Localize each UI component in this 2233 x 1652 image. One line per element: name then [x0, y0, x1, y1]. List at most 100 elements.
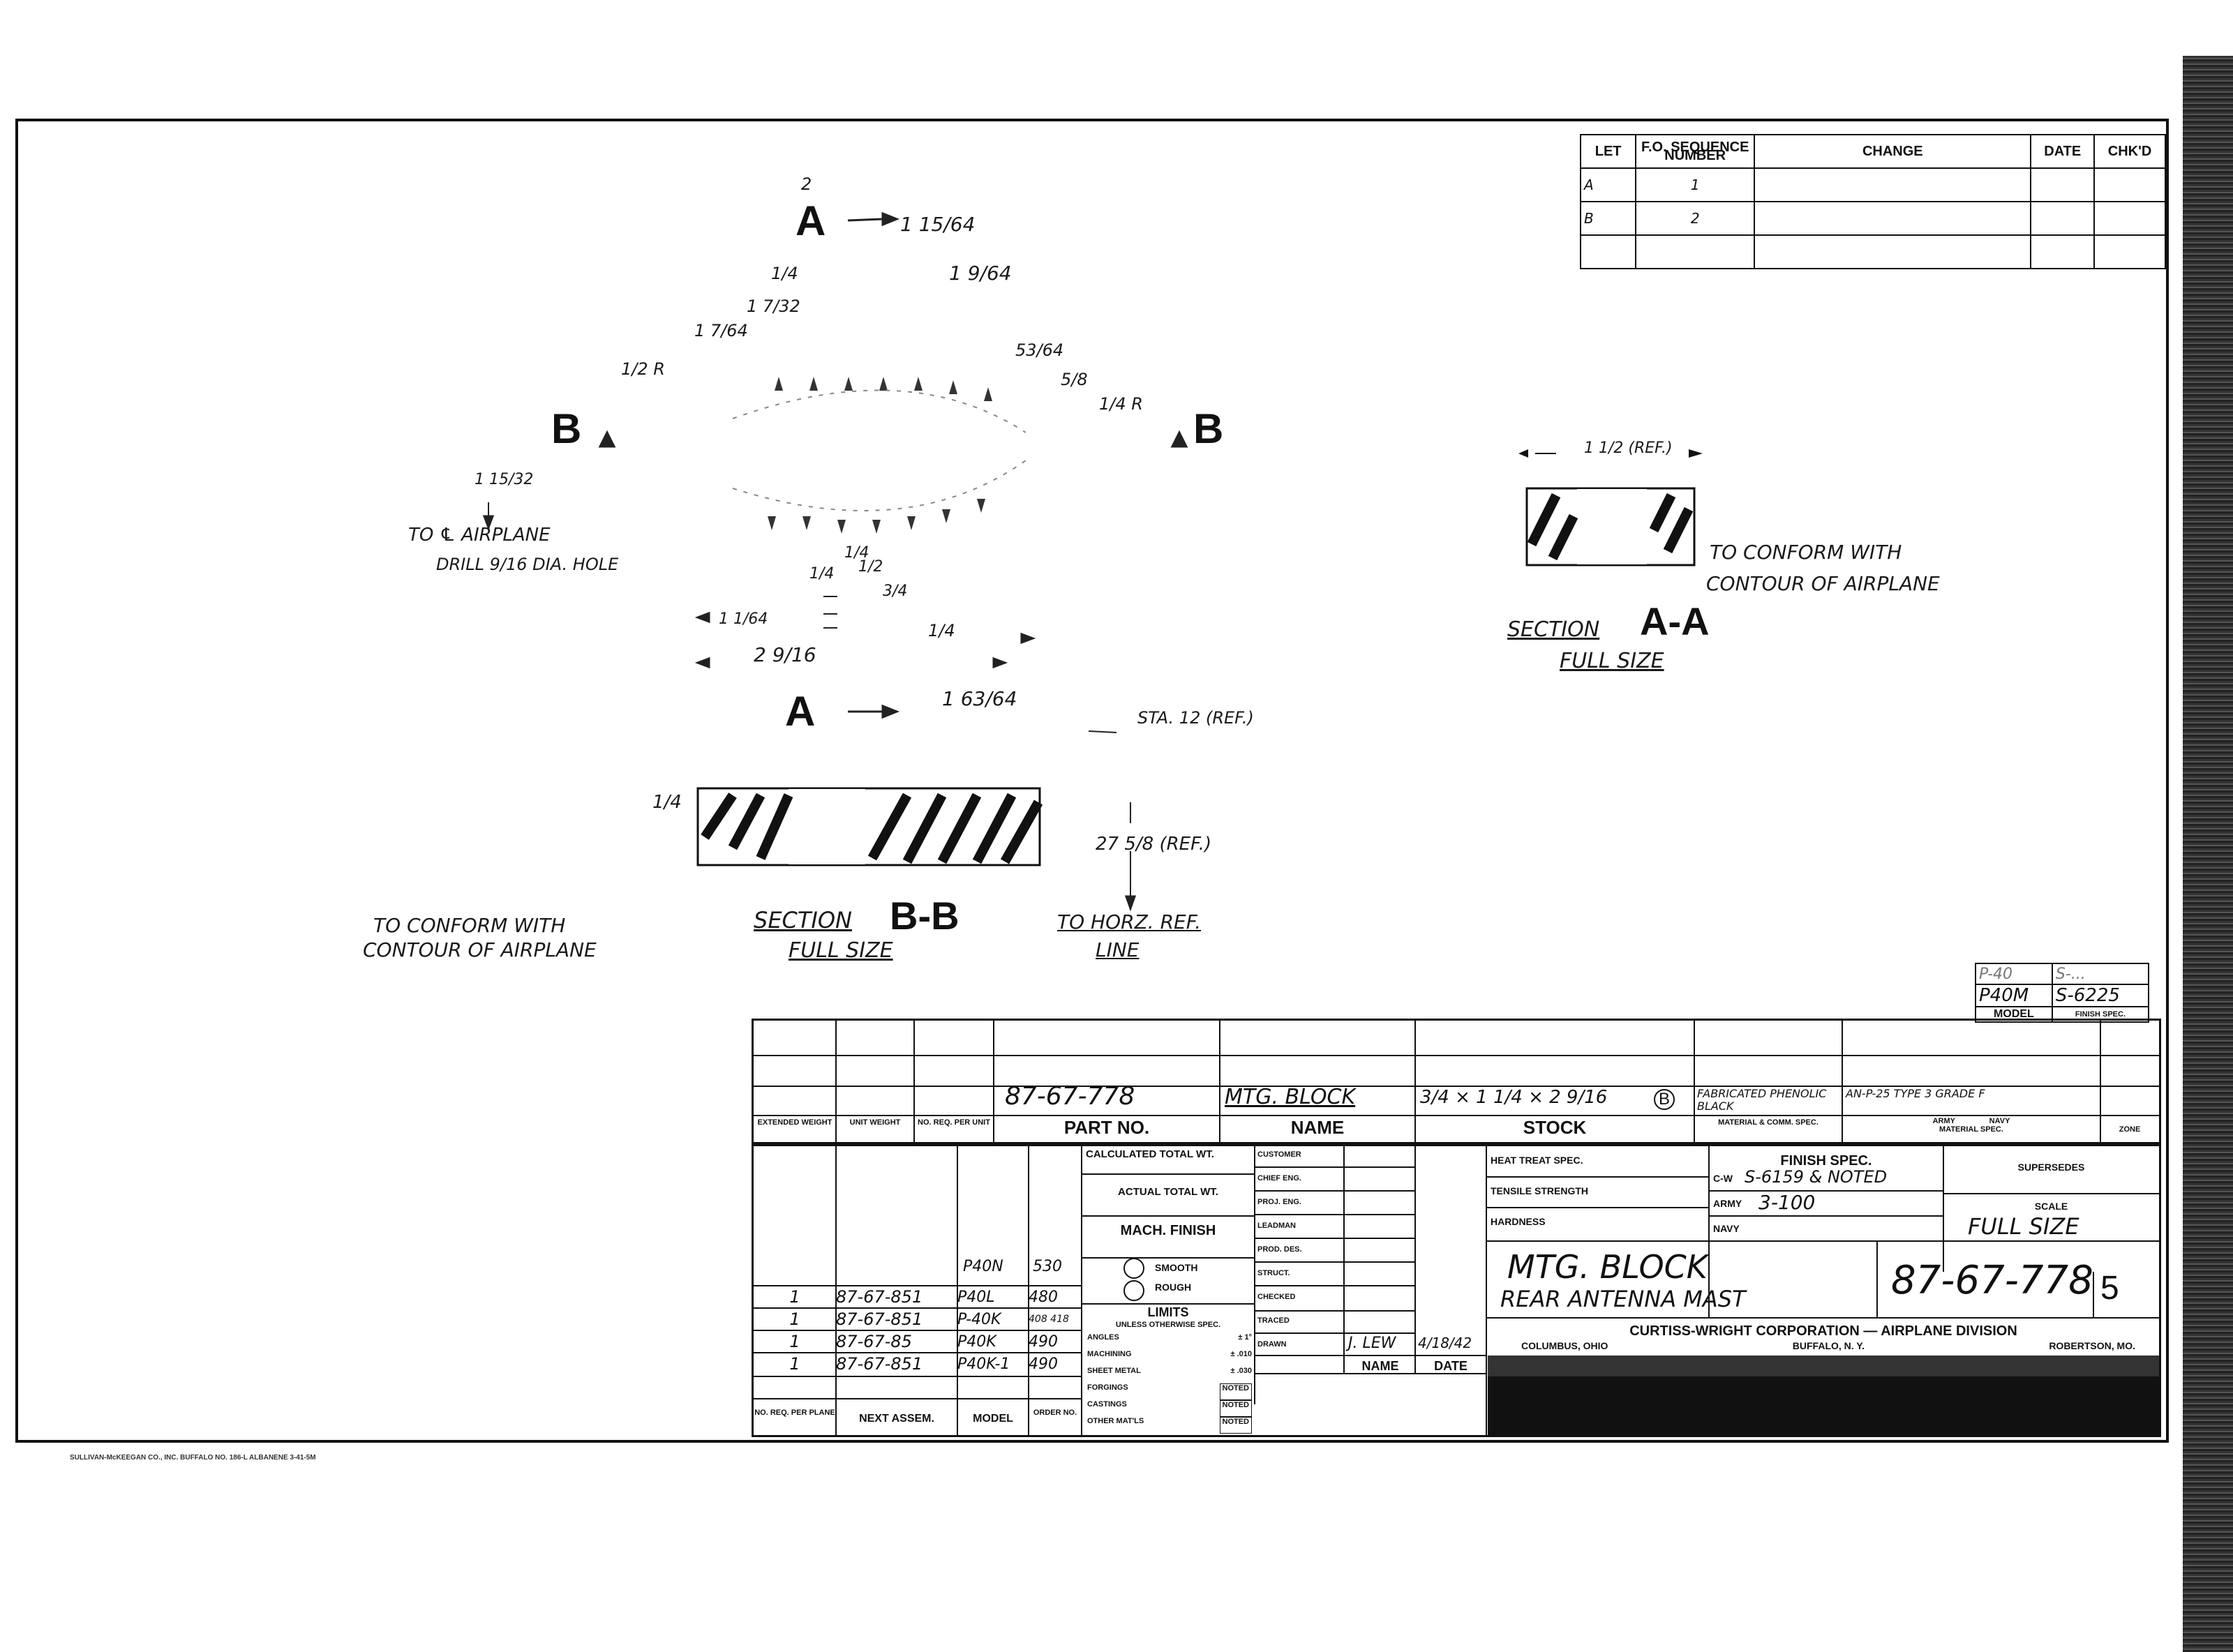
dim-label: 1/4 [844, 544, 869, 562]
dim-label: 1 9/64 [949, 262, 1012, 285]
note-conform-right-2: CONTOUR OF AIRPLANE [1706, 572, 1940, 595]
dim-label: 1/2 [858, 558, 883, 576]
table-row: 1 87-67-85 P40K 490 [789, 1332, 1058, 1351]
note-conform-right-1: TO CONFORM WITH [1710, 541, 1902, 564]
tolerance-list: ANGLES± 1° MACHINING± .010 SHEET METAL± … [1087, 1333, 1252, 1434]
rev-header-date: DATE [2030, 134, 2096, 169]
dim-label: 53/64 [1015, 340, 1064, 360]
scan-edge-strip [2183, 56, 2233, 1652]
rev-row-let: B [1579, 201, 1637, 236]
rev-header-change: CHANGE [1754, 134, 2032, 169]
part-number: 87-67-778 [1005, 1082, 1135, 1111]
revision-block: LET F.O. SEQUENCE NUMBER CHANGE DATE CHK… [1579, 134, 2166, 269]
company-name: CURTISS-WRIGHT CORPORATION — AIRPLANE DI… [1629, 1323, 2017, 1339]
section-bb-view [696, 787, 1043, 866]
rev-row-seq: 1 [1635, 167, 1756, 202]
rev-row-change [1754, 167, 2032, 202]
dim-label: 1 63/64 [942, 687, 1017, 710]
dim-label: 1/4 R [1099, 394, 1143, 414]
rev-row-seq: 2 [1635, 201, 1756, 236]
section-a-top-arrow [847, 218, 883, 222]
dim-label: 1 1/64 [719, 610, 768, 628]
dim-label: 1/2 R [621, 359, 665, 379]
parts-list: 87-67-778 MTG. BLOCK 3/4 × 1 1/4 × 2 9/1… [752, 1019, 2161, 1144]
cw-finish-spec: S-6159 & NOTED [1745, 1167, 1888, 1187]
section-b-left-arrowhead [598, 430, 616, 448]
part-name: MTG. BLOCK [1225, 1085, 1356, 1109]
section-a-top-letter: A [796, 197, 826, 244]
section-b-right-arrowhead [1170, 430, 1188, 448]
drawing-size: 5 [2100, 1270, 2119, 1307]
drawing-title: MTG. BLOCK [1507, 1248, 1708, 1286]
rev-row-chkd [2093, 167, 2166, 202]
finish-smooth: SMOOTH [1155, 1262, 1198, 1273]
section-a-bottom-arrowhead [881, 704, 900, 719]
next-assembly-list: 1 87-67-851 P40L 480 1 87-67-851 P-40K 4… [754, 1286, 1082, 1375]
note-conform-left-1: TO CONFORM WITH [373, 914, 566, 937]
section-aa-letters: A-A [1640, 599, 1710, 643]
note-to-cl-airplane: TO ℄ AIRPLANE [408, 525, 551, 546]
section-aa-label: SECTION [1507, 617, 1600, 642]
section-b-right-letter: B [1193, 405, 1224, 452]
rev-header-fo: F.O. SEQUENCE NUMBER [1635, 134, 1756, 169]
dim-label: 5/8 [1061, 370, 1088, 389]
dim-label: 1 7/64 [694, 321, 748, 340]
note-drill: DRILL 9/16 DIA. HOLE [436, 555, 619, 574]
rev-row-date [2030, 167, 2096, 202]
drawing-number: 87-67-778 [1891, 1258, 2093, 1303]
note-27-ref: 27 5/8 (REF.) [1096, 834, 1212, 855]
rev-header-chkd: CHK'D [2093, 134, 2166, 169]
finish-rough: ROUGH [1155, 1282, 1192, 1293]
material: FABRICATED PHENOLIC BLACK [1697, 1087, 1827, 1113]
drawn-by: J. LEW [1348, 1335, 1396, 1352]
note-to-horz: TO HORZ. REF. [1057, 910, 1202, 933]
stock-size: 3/4 × 1 1/4 × 2 9/16 [1420, 1087, 1608, 1108]
rough-symbol [1123, 1280, 1144, 1301]
section-b-left-letter: B [551, 405, 582, 452]
dim-label: 1/4 [771, 264, 798, 283]
blackened-strip [1488, 1374, 2159, 1435]
rev-row-change [1754, 201, 2032, 236]
revision-tag: 2 [801, 174, 812, 194]
dim-label: 1/4 [652, 792, 682, 813]
drawing-sheet [15, 119, 2169, 1443]
rev-header-let: LET [1579, 134, 1637, 169]
drawn-date: 4/18/42 [1418, 1335, 1472, 1351]
note-sta: STA. 12 (REF.) [1137, 708, 1254, 728]
section-a-bottom-letter: A [785, 688, 816, 735]
table-row: 1 87-67-851 P40L 480 [789, 1287, 1058, 1307]
section-bb-fullsize: FULL SIZE [789, 938, 893, 963]
extra-model: P40N [963, 1258, 1003, 1275]
note-1-1-2-ref: 1 1/2 (REF.) [1584, 440, 1673, 457]
section-aa-view [1518, 449, 1703, 566]
approval-roles: CUSTOMER CHIEF ENG. PROJ. ENG. LEADMAN P… [1257, 1150, 1302, 1349]
dim-label: 1 7/32 [747, 296, 800, 316]
title-block: CALCULATED TOTAL WT. ACTUAL TOTAL WT. MA… [752, 1144, 2161, 1437]
drawing-subtitle: REAR ANTENNA MAST [1500, 1286, 1746, 1312]
dim-label: 1/4 [809, 565, 835, 583]
army-finish-spec: 3-100 [1758, 1191, 1816, 1214]
dim-label: 1/4 [928, 621, 955, 640]
dim-label: 1 15/32 [475, 471, 534, 488]
printer-footer: SULLIVAN-McKEEGAN CO., INC. BUFFALO NO. … [70, 1454, 316, 1462]
rev-row-let: A [1579, 167, 1637, 202]
table-row: 1 87-67-851 P-40K 408 418 [789, 1309, 1069, 1329]
scale-value: FULL SIZE [1968, 1213, 2079, 1240]
section-bb-letters: B-B [890, 894, 959, 938]
stock-mark: B [1654, 1089, 1675, 1110]
dim-label: 2 9/16 [754, 643, 816, 666]
smooth-symbol [1123, 1258, 1144, 1279]
rev-row-empty [1579, 234, 1637, 269]
section-a-top-arrowhead [881, 211, 900, 227]
dim-label: 1 15/64 [900, 213, 976, 236]
dim-label: 3/4 [883, 583, 908, 600]
note-conform-left-2: CONTOUR OF AIRPLANE [363, 938, 597, 961]
section-aa-fullsize: FULL SIZE [1560, 649, 1664, 673]
rev-row-date [2030, 201, 2096, 236]
material-spec: AN-P-25 TYPE 3 GRADE F [1846, 1087, 1985, 1100]
note-line: LINE [1096, 938, 1140, 961]
table-row: 1 87-67-851 P40K-1 490 [789, 1354, 1058, 1374]
